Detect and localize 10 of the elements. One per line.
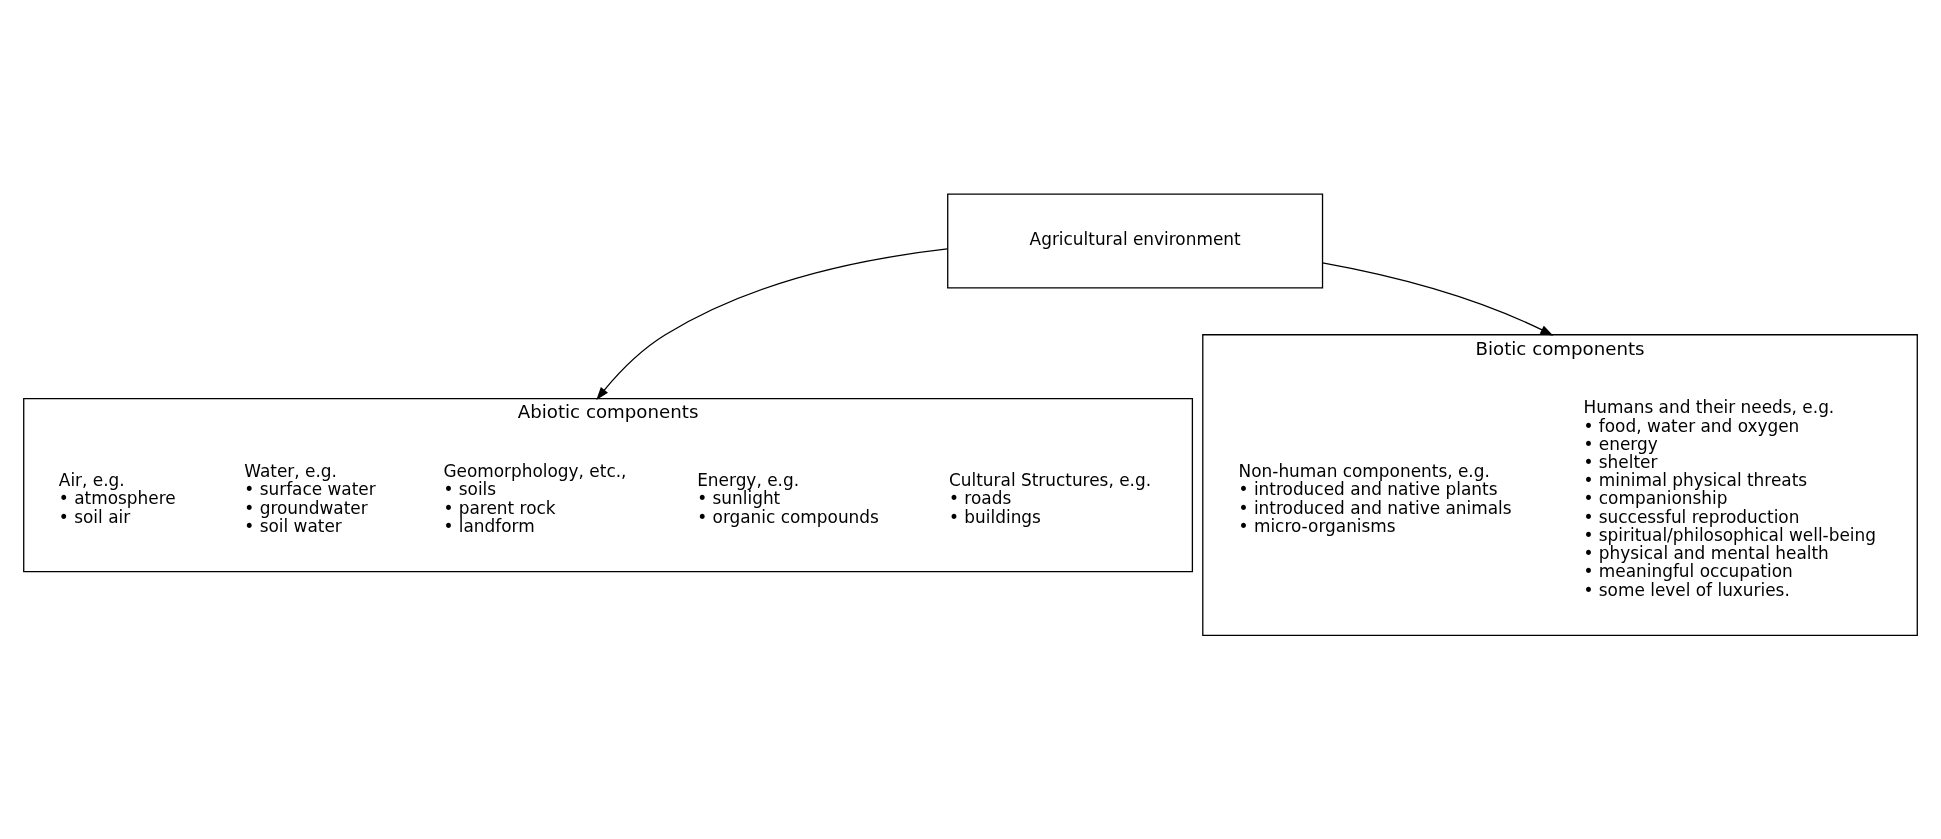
node-text: Air, e.g. • atmosphere • soil air bbox=[58, 469, 176, 527]
node-text: Humans and their needs, e.g. • food, water and oxygen • energy • shelter • minimal physical threats • companionship • successful reproduction • spiritual/philosophical well-being • physical and mental health • meaningful occupation • some level of luxuries. bbox=[1583, 396, 1877, 600]
node-text: Geomorphology, etc., • soils • parent rock • landform bbox=[443, 460, 627, 536]
arrow bbox=[1321, 261, 1554, 336]
node-text: Cultural Structures, e.g. • roads • buildings bbox=[949, 469, 1152, 527]
arrow bbox=[596, 247, 948, 400]
node-text: Water, e.g. • surface water • groundwater • soil water bbox=[244, 460, 376, 536]
node-box: Agricultural environment bbox=[947, 193, 1324, 289]
node-text: Non-human components, e.g. • introduced and native plants • introduced and native animals • micro-organisms bbox=[1238, 460, 1512, 536]
node-text: Energy, e.g. • sunlight • organic compounds bbox=[697, 469, 879, 527]
